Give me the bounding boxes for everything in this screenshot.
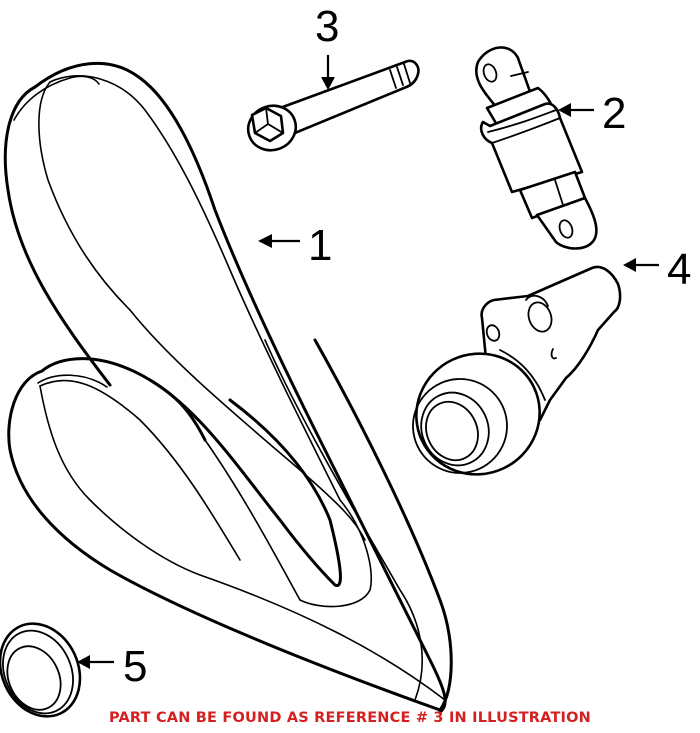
callout-4-arrow [623,258,659,272]
tensioner-pulley-icon [412,265,622,476]
callout-number-3: 3 [315,2,340,51]
pulley-cap-icon [0,622,82,718]
callout-number-5: 5 [123,642,148,691]
bolt-icon [246,59,420,152]
callout-number-4: 4 [667,245,692,294]
callout-5-arrow [77,655,114,669]
reference-note: PART CAN BE FOUND AS REFERENCE # 3 IN IL… [108,710,592,726]
callout-1-arrow [258,234,300,248]
callout-number-1: 1 [308,221,333,270]
callout-3-arrow [321,55,335,90]
damper-icon [475,46,598,250]
callout-2-arrow [558,103,594,117]
callout-number-2: 2 [602,89,627,138]
drive-belt-icon [3,61,453,714]
